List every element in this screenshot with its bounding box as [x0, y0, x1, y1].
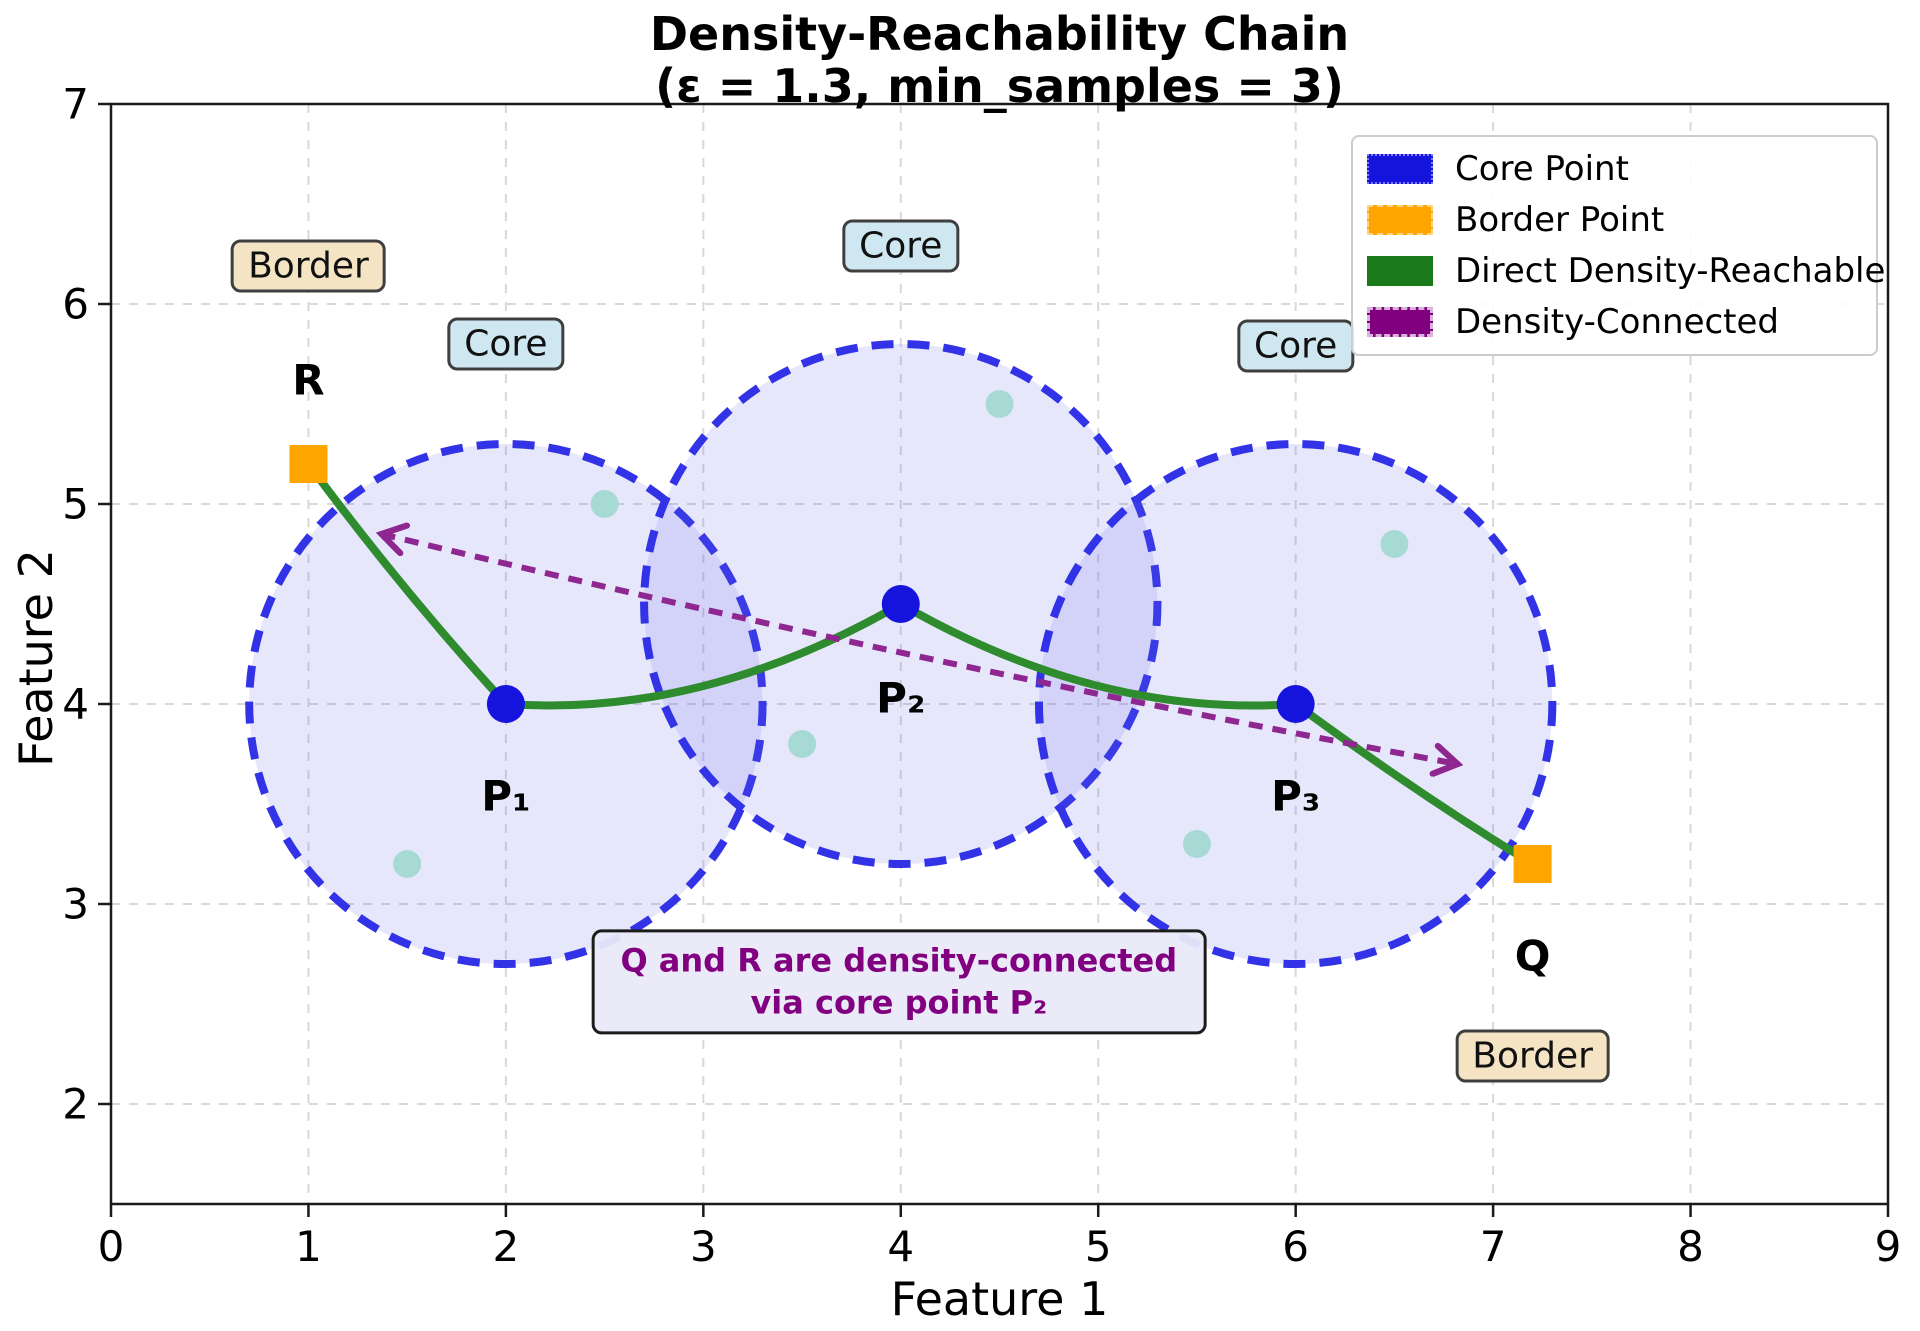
- neighborhood-point: [590, 490, 619, 518]
- legend-item: Direct Density-Reachable: [1367, 251, 1885, 291]
- plot-spines: [109, 102, 1890, 1206]
- core-point-marker: [1276, 685, 1315, 723]
- legend-swatch-connected: [1367, 307, 1433, 337]
- y-axis-label: Feature 2: [9, 549, 63, 767]
- x-tick-label: 1: [295, 1222, 322, 1271]
- x-tick-label: 0: [97, 1222, 125, 1271]
- point-label: Q: [1514, 931, 1551, 981]
- legend-item: Density-Connected: [1367, 302, 1876, 342]
- x-tick-label: 9: [1874, 1222, 1902, 1271]
- tag-label-core: Core: [447, 317, 565, 371]
- x-tick-label: 6: [1282, 1222, 1310, 1271]
- x-tick-label: 8: [1677, 1222, 1704, 1271]
- y-tick-label: 2: [62, 1079, 89, 1129]
- x-tick-label: 5: [1084, 1222, 1112, 1271]
- neighborhood-point: [393, 850, 422, 878]
- neighborhood-point: [1380, 530, 1409, 558]
- y-tick-label: 6: [62, 279, 89, 329]
- neighborhood-point: [788, 730, 817, 758]
- y-tick-label: 4: [62, 679, 89, 729]
- legend-item: Core Point: [1367, 149, 1876, 189]
- point-label: P₂: [876, 673, 926, 723]
- x-tick-label: 7: [1479, 1222, 1507, 1271]
- x-axis-label: Feature 1: [890, 1272, 1109, 1326]
- border-point-marker: [289, 445, 328, 483]
- chart-title-line1: Density-Reachability Chain: [649, 7, 1350, 61]
- y-tick-label: 3: [62, 879, 89, 929]
- border-point-marker: [1513, 845, 1552, 883]
- density-connected-arrow: [381, 534, 1457, 764]
- legend-swatch-border: [1367, 205, 1433, 235]
- x-tick-label: 3: [689, 1222, 717, 1271]
- annotation-box: Q and R are density-connected via core p…: [591, 929, 1207, 1035]
- tag-label-core: Core: [842, 219, 960, 273]
- chart-title: Density-Reachability Chain (ε = 1.3, min…: [111, 8, 1888, 112]
- legend-swatch-reachable: [1367, 256, 1433, 286]
- y-tick-label: 7: [62, 79, 89, 129]
- point-label: P₁: [481, 771, 531, 821]
- tag-label-border: Border: [1455, 1029, 1610, 1083]
- x-tick-label: 2: [492, 1222, 520, 1271]
- tag-label-border: Border: [231, 239, 386, 293]
- chart-title-line2: (ε = 1.3, min_samples = 3): [655, 59, 1344, 113]
- core-point-marker: [486, 685, 525, 723]
- tag-label-core: Core: [1236, 319, 1355, 373]
- point-label: P₃: [1271, 771, 1321, 821]
- y-tick-label: 5: [62, 479, 89, 529]
- point-label: R: [292, 355, 325, 405]
- neighborhood-point: [1182, 830, 1211, 858]
- x-tick-label: 4: [887, 1222, 915, 1271]
- legend-swatch-core: [1367, 154, 1433, 184]
- legend-item: Border Point: [1367, 200, 1876, 240]
- neighborhood-point: [985, 390, 1014, 418]
- legend-label: Density-Connected: [1455, 302, 1780, 342]
- core-point-marker: [881, 585, 920, 623]
- legend-label: Direct Density-Reachable: [1455, 251, 1886, 291]
- legend-label: Core Point: [1455, 149, 1629, 189]
- legend-label: Border Point: [1455, 200, 1665, 240]
